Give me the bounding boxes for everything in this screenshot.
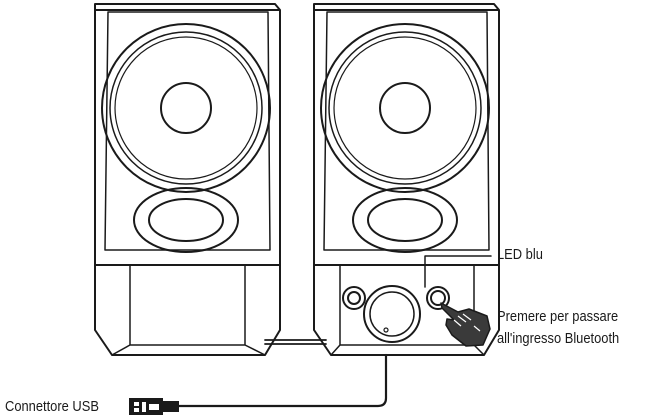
usb-cable [176, 353, 388, 408]
left-port-outer [133, 187, 239, 253]
usb-plug-icon [129, 398, 179, 415]
aux-jack-inner [347, 291, 361, 305]
left-woofer-ring [109, 31, 263, 185]
left-speaker-cabinet [94, 3, 281, 266]
right-woofer-dustcap [379, 82, 431, 134]
right-woofer-cone [333, 36, 477, 180]
volume-knob-outer [363, 285, 421, 343]
bluetooth-button-inner [430, 290, 446, 306]
volume-knob-dot [383, 327, 389, 333]
right-port-outer [352, 187, 458, 253]
left-speaker [94, 3, 281, 356]
right-woofer-ring [328, 31, 482, 185]
right-speaker-bezel [323, 11, 490, 251]
led-label: LED blu [497, 246, 543, 263]
bluetooth-button-outer [426, 286, 450, 310]
left-woofer-outer [101, 23, 271, 193]
volume-knob-inner [369, 291, 415, 337]
left-port-inner [148, 198, 224, 242]
speaker-link-cable [264, 339, 327, 345]
pointing-hand-icon [440, 302, 491, 347]
right-port-inner [367, 198, 443, 242]
left-speaker-bezel [104, 11, 271, 251]
right-woofer-outer [320, 23, 490, 193]
left-woofer-cone [114, 36, 258, 180]
left-woofer-dustcap [160, 82, 212, 134]
right-speaker [313, 3, 500, 356]
aux-jack-outer [342, 286, 366, 310]
left-speaker-base [94, 264, 281, 356]
right-speaker-cabinet [313, 3, 500, 266]
usb-label: Connettore USB [5, 398, 99, 415]
led-leader-line [424, 255, 492, 288]
press-label-line-2: all'ingresso Bluetooth [497, 330, 620, 347]
press-label-line-1: Premere per passare [497, 308, 619, 325]
